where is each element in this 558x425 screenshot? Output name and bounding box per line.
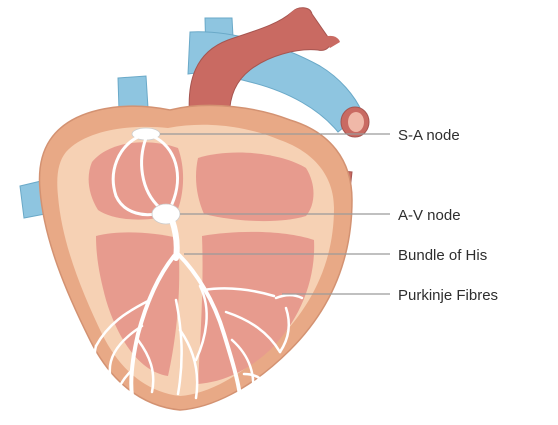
label-av-node: A-V node <box>398 207 461 224</box>
aorta-lumen <box>348 112 364 132</box>
label-bundle-of-his: Bundle of His <box>398 247 487 264</box>
labels: S-A node A-V node Bundle of His Purkinje… <box>398 127 498 304</box>
label-sa-node: S-A node <box>398 127 460 144</box>
label-purkinje-fibres: Purkinje Fibres <box>398 287 498 304</box>
av-node <box>152 204 180 224</box>
